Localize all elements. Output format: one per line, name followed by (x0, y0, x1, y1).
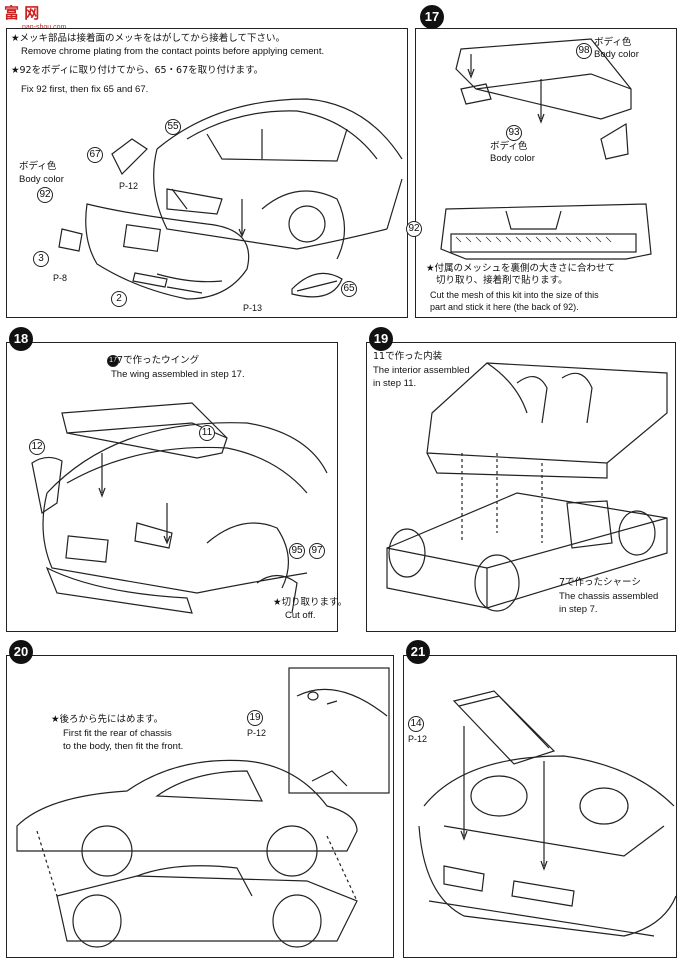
part-65: 65 (341, 281, 357, 297)
step20-number: 20 (9, 640, 33, 664)
step16-illustration (58, 98, 403, 300)
site-logo: 富 网 (4, 4, 40, 22)
part-67: 67 (87, 147, 103, 163)
step17-body-color-jp-2: ボディ色 (490, 141, 528, 152)
step19-chassis-en-2: in step 7. (559, 604, 598, 615)
step17-mesh-en-2: part and stick it here (the back of 92). (430, 302, 579, 312)
part-12: 12 (29, 439, 45, 455)
step19-panel: 19 11で作った内装 The interior assembled in st… (366, 327, 676, 632)
step17-panel: 17 98 ボディ色 Body color 93 ボディ色 Body color… (406, 5, 677, 318)
step20-fit-en-2: to the body, then fit the front. (63, 741, 184, 752)
part-55: 55 (165, 119, 181, 135)
step16-note2-en: Fix 92 first, then fix 65 and 67. (21, 84, 149, 95)
prefix-p12-step20: P-12 (247, 728, 267, 738)
step18-wing-jp: 17で作ったウイング (111, 355, 200, 366)
step19-chassis-jp: 7で作ったシャーシ (559, 577, 641, 588)
step18-panel: 18 17 17で作ったウイング The wing assembled in s… (6, 327, 347, 632)
step20-panel: 20 ★後ろから先にはめます。 First fit the rear of ch… (6, 640, 394, 958)
step17-mesh-en-1: Cut the mesh of this kit into the size o… (430, 290, 599, 300)
part-98: 98 (576, 43, 592, 59)
step18-cut-en: Cut off. (285, 610, 316, 621)
step17-mesh-jp-1: ★付属のメッシュを裏側の大きさに合わせて (426, 263, 616, 274)
step16-body-color-jp: ボディ色 (19, 161, 57, 172)
prefix-p8: P-8 (53, 273, 68, 283)
step20-fit-jp: ★後ろから先にはめます。 (51, 714, 164, 725)
step17-body-color-jp-1: ボディ色 (594, 37, 632, 48)
step17-number: 17 (420, 5, 444, 29)
part-2: 2 (111, 291, 127, 307)
step17-illustration (440, 38, 652, 260)
step16-body-color-en: Body color (19, 174, 64, 185)
step18-wing-en: The wing assembled in step 17. (111, 369, 245, 380)
step19-interior-jp: 11で作った内装 (373, 351, 443, 362)
step17-body-color-en-2: Body color (490, 153, 535, 164)
part-14: 14 (408, 716, 424, 732)
site-url: nan-shou.com (22, 24, 66, 31)
step21-illustration (418, 690, 677, 937)
part-97: 97 (309, 543, 325, 559)
prefix-p12-step21: P-12 (408, 734, 428, 744)
step18-cut-jp: ★切り取ります。 (273, 597, 348, 608)
part-3: 3 (33, 251, 49, 267)
step21-panel: 21 14 P-12 (403, 640, 677, 958)
step17-mesh-jp-2: 切り取り、接着剤で貼ります。 (436, 275, 568, 286)
part-92: 92 (37, 187, 53, 203)
part-92b: 92 (406, 221, 422, 237)
step16-note2-jp: ★92をボディに取り付けてから、65・67を取り付けます。 (11, 65, 264, 76)
step16-note1-jp: ★メッキ部品は接着面のメッキをはがしてから接着して下さい。 (11, 33, 285, 44)
step19-chassis-en-1: The chassis assembled (559, 591, 659, 602)
step18-number: 18 (9, 327, 33, 351)
step19-interior-en-2: in step 11. (373, 378, 417, 389)
prefix-p13: P-13 (243, 303, 263, 313)
part-19: 19 (247, 710, 263, 726)
step17-body-color-en-1: Body color (594, 49, 639, 60)
step19-interior-en-1: The interior assembled (373, 365, 470, 376)
step19-number: 19 (369, 327, 393, 351)
step18-illustration (31, 402, 328, 614)
part-11: 11 (199, 425, 215, 441)
prefix-p12: P-12 (119, 181, 139, 191)
wing-step-ref: 17 (107, 355, 119, 367)
part-93: 93 (506, 125, 522, 141)
step19-illustration (386, 362, 668, 612)
part-95: 95 (289, 543, 305, 559)
step16-panel: ★メッキ部品は接着面のメッキをはがしてから接着して下さい。 Remove chr… (6, 28, 408, 318)
step20-illustration (16, 667, 390, 948)
step20-fit-en-1: First fit the rear of chassis (63, 728, 172, 739)
step16-note1-en: Remove chrome plating from the contact p… (21, 46, 325, 57)
step21-number: 21 (406, 640, 430, 664)
